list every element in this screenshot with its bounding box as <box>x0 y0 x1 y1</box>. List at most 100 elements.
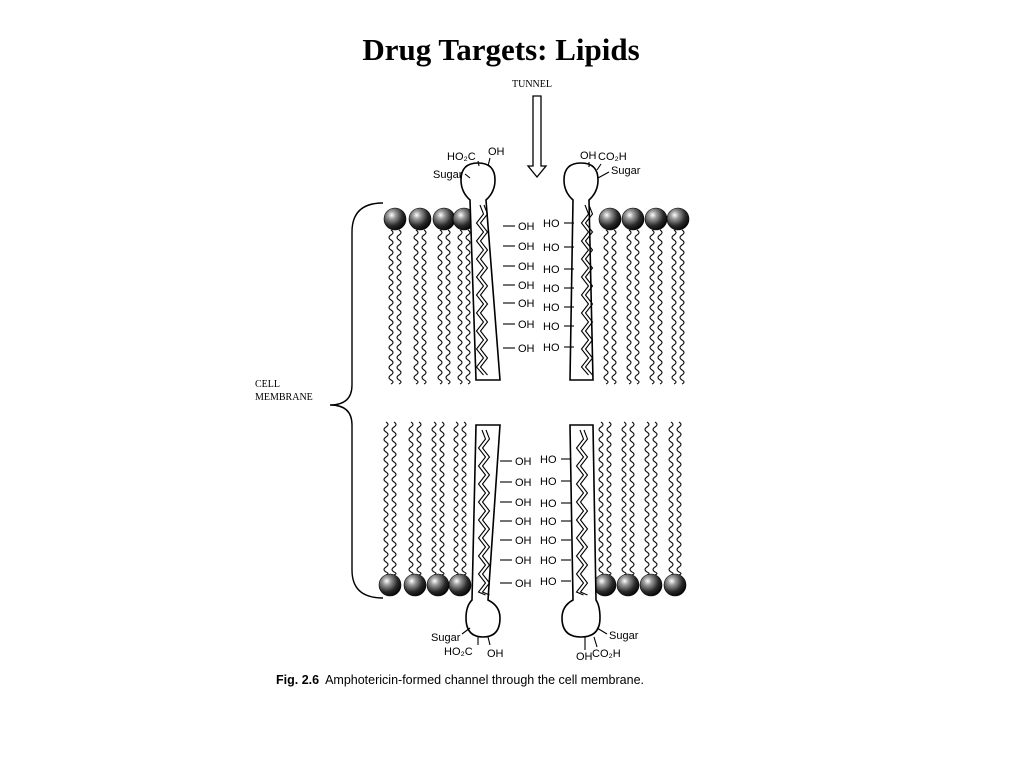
membrane-brace <box>329 202 384 599</box>
lipid-tail <box>431 421 437 576</box>
ho2c-label: HO₂C <box>447 151 476 163</box>
lipid-tail <box>413 229 419 385</box>
hydroxyl-ho-label: HO <box>540 476 557 488</box>
lipid-head <box>408 207 432 231</box>
hydroxyl-oh-label: OH <box>518 261 535 273</box>
co2h-label: CO₂H <box>598 151 627 163</box>
oh-label: OH <box>488 146 505 158</box>
hydroxyl-oh-label: OH <box>518 343 535 355</box>
lipid-head <box>593 573 617 597</box>
lipid-tail <box>679 229 685 385</box>
hydroxyl-ho-label: HO <box>543 242 560 254</box>
hydroxyl-ho-label: HO <box>540 555 557 567</box>
hydroxyl-ho-label: HO <box>540 535 557 547</box>
lipid-tail <box>416 421 422 576</box>
ho2c-label: HO₂C <box>444 646 473 658</box>
oh-label: OH <box>580 150 597 162</box>
polyene-chain <box>584 204 594 376</box>
hydroxyl-ho-label: HO <box>543 218 560 230</box>
oh-label: OH <box>576 651 593 663</box>
figure-caption: Fig. 2.6 Amphotericin-formed channel thro… <box>276 673 644 687</box>
hydroxyl-ho-label: HO <box>543 302 560 314</box>
hydroxyl-ho-label: HO <box>540 454 557 466</box>
lipid-tail <box>439 421 445 576</box>
sugar-label: Sugar <box>609 630 639 642</box>
lipid-head <box>616 573 640 597</box>
lipid-head <box>639 573 663 597</box>
lipid-tail <box>437 229 443 385</box>
channel-hydroxyl-groups: OHOHOHOHOHOHOHHOHOHOHOHOHOHOOHOHOHOHOHOH… <box>500 218 574 590</box>
lipid-tail <box>391 421 397 576</box>
lipid-tail <box>668 421 674 576</box>
polyene-chain <box>575 429 585 596</box>
lipid-tail <box>421 229 427 385</box>
lipid-tail <box>457 229 463 385</box>
lipid-tail <box>644 421 650 576</box>
polyene-chain <box>580 204 590 376</box>
polyene-chain <box>479 204 489 376</box>
lipid-tail <box>611 229 617 385</box>
hydroxyl-oh-label: OH <box>515 578 532 590</box>
hydroxyl-ho-label: HO <box>540 498 557 510</box>
hydroxyl-oh-label: OH <box>515 555 532 567</box>
lipid-tail <box>396 229 402 385</box>
lipid-bilayer <box>378 207 690 597</box>
lipid-tail <box>445 229 451 385</box>
hydroxyl-oh-label: OH <box>515 477 532 489</box>
lipid-head <box>644 207 668 231</box>
amphotericin-molecule-bottom-left: Sugar HO₂C OH <box>431 424 504 660</box>
polyene-chain <box>477 429 487 596</box>
lipid-tail <box>453 421 459 576</box>
caption-number: Fig. 2.6 <box>276 673 320 687</box>
amphotericin-molecule-bottom-right: Sugar OH CO₂H <box>561 424 639 663</box>
tunnel-label: TUNNEL <box>512 79 552 90</box>
membrane-label-line1: CELL <box>255 379 280 390</box>
hydroxyl-ho-label: HO <box>543 321 560 333</box>
lipid-tail <box>621 421 627 576</box>
hydroxyl-ho-label: HO <box>543 264 560 276</box>
sugar-label: Sugar <box>611 165 641 177</box>
lipid-head <box>621 207 645 231</box>
lipid-head <box>432 207 456 231</box>
lipid-tail <box>603 229 609 385</box>
tunnel-arrow <box>526 95 548 179</box>
hydroxyl-ho-label: HO <box>543 342 560 354</box>
oh-label: OH <box>487 648 504 660</box>
lipid-tail <box>408 421 414 576</box>
lipid-tail <box>629 421 635 576</box>
lipid-tail <box>671 229 677 385</box>
polyene-chain <box>579 429 589 596</box>
sugar-label: Sugar <box>433 169 463 181</box>
lipid-tail <box>649 229 655 385</box>
hydroxyl-oh-label: OH <box>518 241 535 253</box>
lipid-tail <box>652 421 658 576</box>
hydroxyl-ho-label: HO <box>540 516 557 528</box>
sugar-label: Sugar <box>431 632 461 644</box>
hydroxyl-oh-label: OH <box>518 280 535 292</box>
lipid-head <box>378 573 402 597</box>
hydroxyl-oh-label: OH <box>515 456 532 468</box>
hydroxyl-ho-label: HO <box>540 576 557 588</box>
lipid-tail <box>657 229 663 385</box>
lipid-tail <box>383 421 389 576</box>
lipid-head <box>448 573 472 597</box>
caption-text: Amphotericin-formed channel through the … <box>325 673 644 687</box>
lipid-tail <box>388 229 394 385</box>
lipid-tail <box>598 421 604 576</box>
lipid-head <box>383 207 407 231</box>
lipid-head <box>666 207 690 231</box>
slide-title: Drug Targets: Lipids <box>362 32 640 67</box>
lipid-head <box>598 207 622 231</box>
hydroxyl-oh-label: OH <box>518 221 535 233</box>
lipid-head <box>403 573 427 597</box>
lipid-tail <box>461 421 467 576</box>
lipid-tail <box>676 421 682 576</box>
co2h-label: CO₂H <box>592 648 621 660</box>
polyene-chain <box>481 429 491 596</box>
hydroxyl-oh-label: OH <box>515 535 532 547</box>
hydroxyl-oh-label: OH <box>518 319 535 331</box>
hydroxyl-oh-label: OH <box>515 497 532 509</box>
lipid-head <box>426 573 450 597</box>
polyene-chain <box>475 204 485 376</box>
